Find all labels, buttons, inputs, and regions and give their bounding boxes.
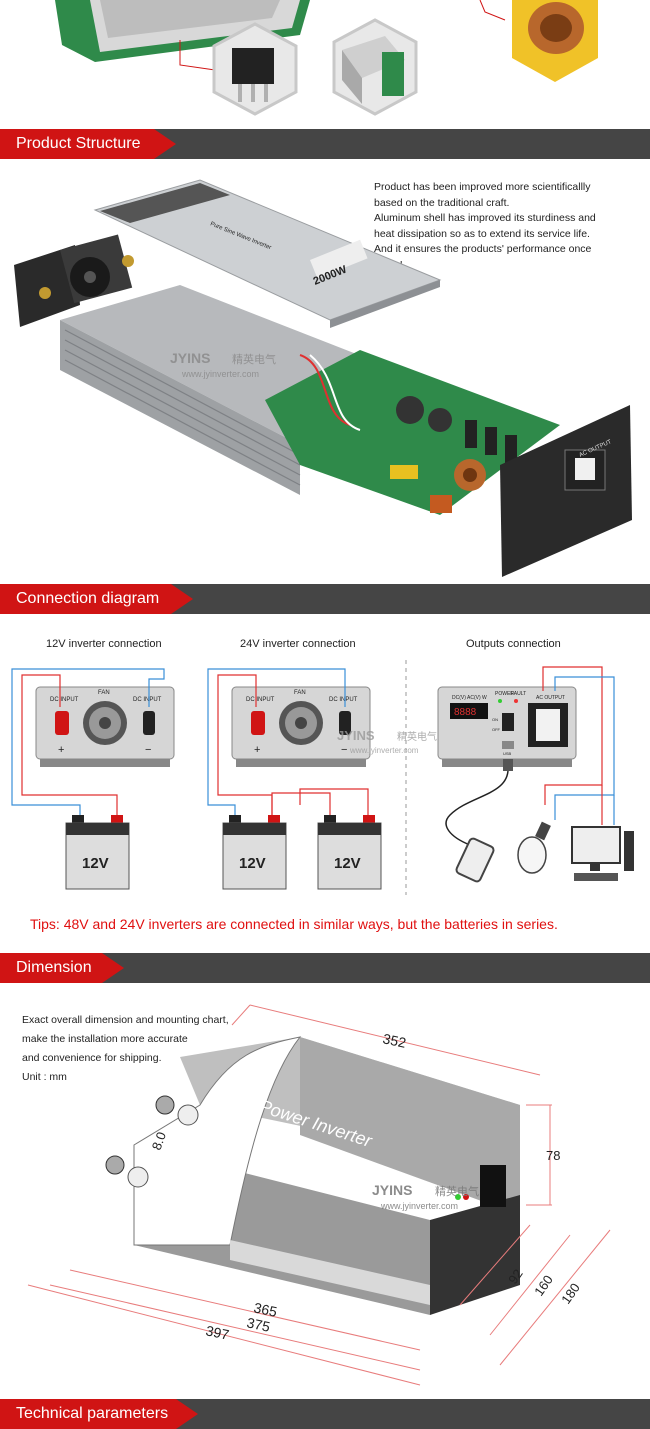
dim-160: 160 [531,1272,556,1298]
dim-78: 78 [546,1148,560,1163]
col2-title: 24V inverter connection [240,638,356,650]
inverter-12v: DC INPUT DC INPUT FAN + − [35,686,175,767]
exploded-inverter-image: Pure Sine Wave Inverter 2000W [0,165,650,580]
plus-label: + [58,744,64,756]
dim-375: 375 [245,1314,271,1335]
battery-12v: 12V [65,815,130,890]
ac-output-label: AC OUTPUT [536,695,565,701]
usb-label: USB [503,751,512,756]
description-line: and convenience for shipping. [22,1052,162,1064]
watermark-brand: JYINS [337,728,375,743]
col1-title: 12V inverter connection [46,638,162,650]
dim-92: 92 [505,1266,526,1286]
plus-label: + [254,744,260,756]
battery-12v: 12V [222,815,287,890]
connection-diagram-banner: Connection diagram [0,584,650,614]
dimension-graphic: 352 Power Inverter 78 8.0 365 375 397 [27,1004,611,1386]
dc-input-label: DC INPUT [50,697,79,703]
watermark-url: www.jyinverter.com [181,369,259,379]
dc-input-label: DC INPUT [329,697,358,703]
inverter-ac-output: DC(V) AC(V) W POWER FAULT AC OUTPUT 8888… [437,686,577,767]
watermark-brand: JYINS [170,350,210,366]
watermark-brand: JYINS [372,1182,412,1198]
on-label: ON [492,717,498,722]
description-line: Aluminum shell has improved its sturdine… [374,212,596,224]
description-line: heat dissipation so as to extend its ser… [374,227,590,240]
description-line: make the installation more accurate [22,1033,188,1045]
watermark-url: www.jyinverter.com [349,746,419,755]
phone-icon [455,837,495,883]
watermark-cn: 精英电气 [232,352,276,366]
watermark-cn: 精英电气 [435,1184,479,1198]
section-title: Connection diagram [0,584,193,614]
section-title: Dimension [0,953,124,983]
exploded-inverter-graphic: Pure Sine Wave Inverter 2000W [14,179,632,577]
battery-label: 12V [239,855,266,872]
battery-label: 12V [334,855,361,872]
dc-ac-label: DC(V) AC(V) W [452,695,487,701]
dimension-banner: Dimension [0,953,650,983]
col3-title: Outputs connection [466,638,561,650]
dc-input-label: DC INPUT [246,697,275,703]
technical-parameters-banner: Technical parameters [0,1399,650,1429]
dim-8: 8.0 [149,1130,169,1152]
fan-label: FAN [98,690,110,696]
description-line: Product has been improved more scientifi… [374,181,591,193]
connection-diagram: DC INPUT DC INPUT FAN + − 12V DC INPUT D… [0,655,650,910]
dimension-description: Exact overall dimension and mounting cha… [22,1011,262,1087]
section-title: Product Structure [0,129,176,159]
description-line: Exact overall dimension and mounting cha… [22,1014,229,1026]
computer-icon [571,826,634,881]
watermark-url: www.jyinverter.com [380,1201,458,1211]
battery-label: 12V [82,855,109,872]
off-label: OFF [492,727,501,732]
minus-label: − [145,744,151,756]
power-label: POWER [495,691,514,697]
connection-tips: Tips: 48V and 24V inverters are connecte… [30,916,558,932]
description-line: And it ensures the products' performance… [374,243,592,255]
inverter-24v: DC INPUT DC INPUT FAN + − [231,686,371,767]
section-title: Technical parameters [0,1399,198,1429]
bulb-icon [517,821,551,874]
fault-label: FAULT [511,691,526,697]
connection-graphic: DC INPUT DC INPUT FAN + − 12V DC INPUT D… [11,660,634,895]
dim-397: 397 [204,1322,230,1343]
top-photos-graphic [55,0,598,116]
watermark-cn: 精英电气 [397,730,437,743]
display-readout: 8888 [454,707,477,718]
minus-label: − [341,744,347,756]
dc-input-label: DC INPUT [133,697,162,703]
product-structure-banner: Product Structure [0,129,650,159]
description-line: based on the traditional craft. [374,196,510,209]
battery-12v: 12V [317,815,382,890]
fan-label: FAN [294,690,306,696]
dim-365: 365 [252,1299,278,1320]
description-line: Unit : mm [22,1071,67,1083]
dim-352: 352 [381,1030,407,1051]
top-product-photos [0,0,650,128]
dimension-drawing: 352 Power Inverter 78 8.0 365 375 397 [0,985,650,1395]
dim-180: 180 [558,1280,583,1306]
